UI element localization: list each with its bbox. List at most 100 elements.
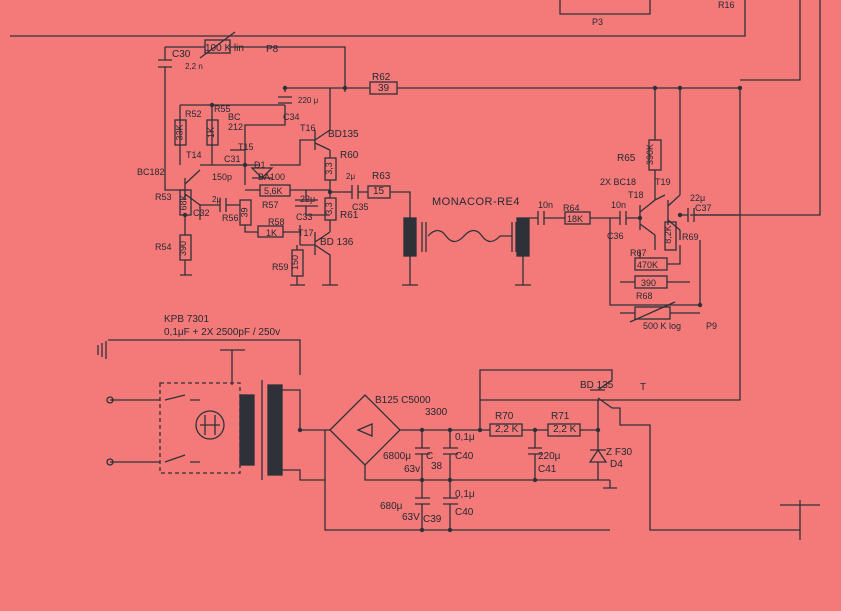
label-c40b: C40 (455, 507, 474, 518)
label-r56-value: 39 (239, 207, 250, 218)
label-c40a: C40 (455, 451, 474, 462)
label-p9: P9 (706, 321, 718, 331)
label-p3: P3 (592, 17, 604, 27)
label-c41: C41 (538, 464, 557, 475)
label-c30: C30 (172, 49, 191, 60)
label-t16: T16 (300, 123, 316, 133)
label-c36: C36 (607, 231, 624, 241)
label-r63: R63 (372, 171, 391, 182)
label-r67-value: 470K (637, 260, 659, 270)
resistor-r52 (174, 119, 187, 146)
label-r60: R60 (340, 150, 359, 161)
label-c32-value: 2μ (212, 195, 222, 204)
label-c37: C37 (695, 203, 712, 213)
wire-p3 (10, 0, 746, 37)
label-r67: R67 (630, 248, 647, 258)
label-d4: D4 (610, 459, 623, 470)
label-c33-value: 22μ (300, 194, 316, 204)
label-c34-value: 220 μ (298, 96, 319, 105)
label-r56: R56 (222, 213, 239, 223)
label-r53: R53 (155, 192, 172, 202)
label-c40b-value: 0,1μ (455, 489, 475, 500)
label-c-10n-b: 10n (611, 200, 627, 210)
wire-p8 (165, 46, 346, 92)
label-c39: C39 (423, 514, 442, 525)
label-ba100: BA100 (258, 172, 286, 182)
label-bd136: BD 136 (320, 237, 354, 248)
label-t18: T18 (628, 190, 644, 200)
label-r59-value: 150 (290, 254, 301, 271)
label-p8-value: 100 K lin (205, 43, 244, 54)
label-t19: T19 (655, 177, 671, 187)
label-r57-value: 5,6K (264, 186, 283, 196)
transducer-right (516, 217, 530, 257)
label-c33: C33 (296, 212, 313, 222)
label-p8: P8 (266, 44, 279, 55)
potentiometer-p8 (204, 39, 231, 54)
label-r69: R69 (682, 232, 699, 242)
label-bc182: BC182 (137, 167, 165, 177)
label-c39-voltage: 63V (402, 512, 420, 523)
label-c31-value: 150p (212, 172, 233, 182)
wire-rail-down (479, 88, 741, 430)
label-c35-value: 2μ (346, 172, 356, 181)
label-r62: R62 (372, 72, 391, 83)
resistor-r58 (257, 225, 284, 238)
label-kpb-caps: 0,1μF + 2X 2500pF / 250v (164, 327, 281, 338)
label-r64: R64 (563, 203, 580, 213)
label-zf30: Z F30 (606, 447, 633, 458)
label-r61-value: 3,3 (323, 202, 334, 215)
label-r69-value: 8,2K (662, 225, 673, 244)
label-bridge: B125 C5000 (375, 395, 431, 406)
label-kpb: KPB 7301 (164, 314, 210, 325)
label-bd135-top: BD135 (328, 129, 359, 140)
label-r65-value: 390K (645, 143, 656, 166)
label-t15: T15 (238, 142, 254, 152)
label-c38: C (426, 451, 434, 462)
label-r52-value: 33K (174, 124, 185, 141)
label-r58: R58 (268, 217, 285, 227)
label-3300: 3300 (425, 407, 448, 418)
label-r61: R61 (340, 210, 359, 221)
label-c-10n-a: 10n (538, 200, 554, 210)
transformer-secondary (267, 384, 283, 476)
label-c31: C31 (224, 154, 241, 164)
label-r54: R54 (155, 242, 172, 252)
resistor-r62 (369, 81, 398, 95)
label-c38-voltage: 63v (404, 464, 421, 475)
label-p9-value: 500 K log (643, 321, 682, 331)
label-r16: R16 (718, 0, 735, 10)
label-bc212: BC 212 (228, 112, 244, 132)
label-r60-value: 3,3 (323, 162, 334, 175)
wire-top-right (559, 0, 651, 15)
label-r53-value: 68K (178, 194, 189, 211)
label-r63-value: 15 (373, 186, 385, 197)
label-c30-value: 2,2 n (185, 62, 203, 71)
label-r64-value: 18K (567, 214, 584, 224)
transformer-primary (239, 394, 255, 466)
label-monacor: MONACOR-RE4 (432, 196, 521, 208)
label-d1: D1 (254, 160, 266, 170)
label-c32: C32 (193, 208, 210, 218)
label-r71-value: 2,2 K (553, 424, 577, 435)
label-t17: T17 (298, 228, 314, 238)
label-c39-value: 680μ (380, 501, 403, 512)
transducer-left (403, 217, 417, 257)
wire-right-rail (740, 0, 801, 81)
resistor-r55 (206, 119, 219, 146)
label-r55: R55 (214, 104, 231, 114)
label-r59: R59 (272, 262, 289, 272)
label-r54-value: 390 (178, 240, 189, 257)
label-r70-value: 2,2 K (495, 424, 519, 435)
label-t-psu: T (640, 382, 647, 393)
label-bd135-psu: BD 135 (580, 380, 614, 391)
label-r62-value: 39 (378, 83, 390, 94)
label-c38-value: 6800μ (383, 451, 412, 462)
resistor-r69 (664, 221, 677, 251)
spring-coil (427, 229, 512, 243)
mains-switch-box (159, 382, 241, 474)
label-r68-value: 390 (641, 278, 657, 288)
label-r57: R57 (262, 200, 279, 210)
label-r55-value: 1K (206, 126, 217, 139)
